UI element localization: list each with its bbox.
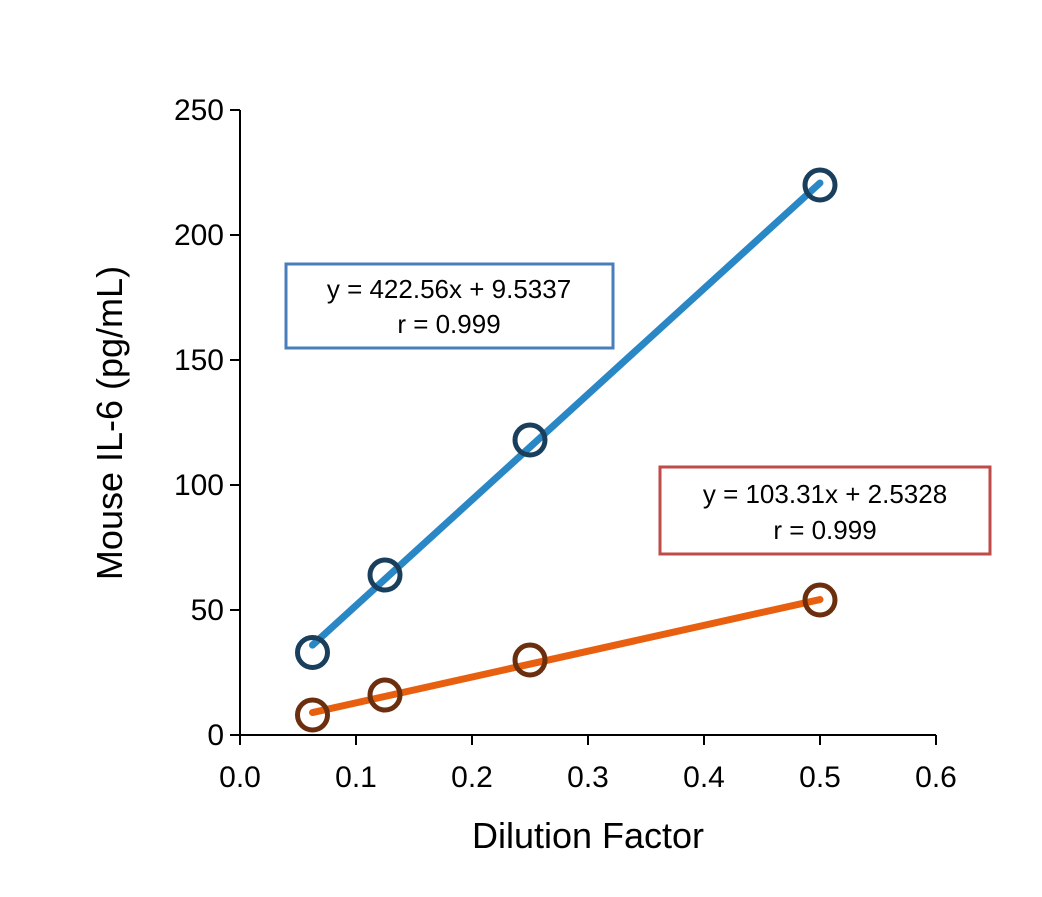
x-tick-label: 0.6 [915, 761, 957, 794]
y-tick-label: 0 [207, 719, 224, 752]
data-point-series-1 [512, 642, 548, 678]
series-0 [295, 167, 838, 670]
y-tick-label: 150 [174, 344, 224, 377]
equation-red-formula: y = 103.31x + 2.5328 [703, 479, 947, 509]
x-tick-label: 0.0 [219, 761, 261, 794]
data-point-series-0 [802, 167, 838, 203]
equation-box-red-frame [658, 465, 992, 556]
equation-blue-r-value: r = 0.999 [397, 309, 500, 339]
equation-blue-formula: y = 422.56x + 9.5337 [327, 274, 571, 304]
equation-box-red: y = 103.31x + 2.5328 r = 0.999 [658, 465, 992, 556]
x-tick-label: 0.3 [567, 761, 609, 794]
y-axis-title: Mouse IL-6 (pg/mL) [89, 266, 130, 580]
trendline-series-1 [309, 596, 824, 717]
trendline-series-0 [309, 179, 824, 649]
data-point-series-1 [802, 582, 838, 618]
equation-box-blue-frame [284, 262, 615, 350]
y-tick-label: 50 [191, 594, 224, 627]
axes: 0 50 100 150 200 250 0.0 0.1 0.2 0.3 0.4 0.5 0.6 [174, 94, 957, 794]
x-tick-label: 0.2 [451, 761, 493, 794]
equation-box-blue: y = 422.56x + 9.5337 r = 0.999 [284, 262, 615, 350]
equation-red-r-value: r = 0.999 [773, 515, 876, 545]
x-tick-label: 0.4 [683, 761, 725, 794]
x-axis-title: Dilution Factor [472, 815, 704, 856]
data-point-series-0 [367, 557, 403, 593]
x-tick-label: 0.1 [335, 761, 377, 794]
x-tick-label: 0.5 [799, 761, 841, 794]
data-point-series-0 [512, 422, 548, 458]
y-tick-label: 250 [174, 94, 224, 127]
data-point-series-1 [367, 677, 403, 713]
y-tick-label: 100 [174, 469, 224, 502]
data-point-series-0 [295, 635, 330, 670]
plot-area [295, 167, 838, 733]
y-tick-label: 200 [174, 219, 224, 252]
series-1 [295, 582, 838, 733]
data-point-series-1 [295, 697, 330, 733]
